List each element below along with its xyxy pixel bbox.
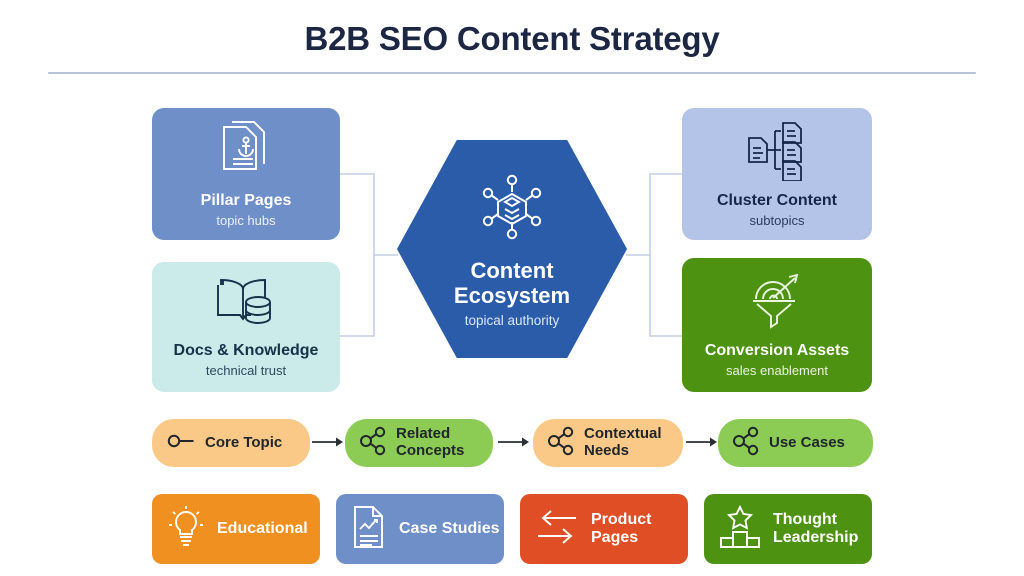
flow-step-label: Core Topic [205, 433, 283, 451]
lightbulb-icon [166, 504, 206, 555]
card-pillar-pages[interactable]: Pillar Pages topic hubs [152, 108, 340, 240]
right-bracket-connector [626, 173, 686, 337]
hub-content-ecosystem[interactable]: Content Ecosystem topical authority [397, 140, 627, 358]
card-subtitle: sales enablement [726, 363, 828, 379]
share-nodes-icon [359, 426, 387, 461]
network-layers-icon [475, 170, 549, 249]
book-database-icon [213, 275, 279, 336]
document-chart-icon [350, 504, 388, 555]
target-funnel-icon [745, 271, 809, 336]
format-tile-label: Case Studies [399, 519, 500, 537]
hub-title-line1: Content [470, 257, 554, 283]
format-tile-label: Product Pages [591, 510, 652, 546]
left-bracket-connector [338, 173, 398, 337]
arrow-right-icon [312, 437, 343, 447]
documents-anchor-icon [218, 119, 274, 186]
page-title: B2B SEO Content Strategy [304, 20, 720, 57]
flow-step-label: Related Concepts [396, 425, 465, 459]
card-conversion-assets[interactable]: Conversion Assets sales enablement [682, 258, 872, 392]
format-tile-case-studies[interactable]: Case Studies [336, 494, 504, 564]
hub-subtitle: topical authority [464, 313, 560, 329]
hub-title-line2: Ecosystem [453, 282, 571, 308]
flow-step-label: Contextual Needs [584, 425, 662, 459]
flow-step-related-concepts[interactable]: Related Concepts [345, 419, 493, 467]
arrow-right-icon [498, 437, 529, 447]
card-cluster-content[interactable]: Cluster Content subtopics [682, 108, 872, 240]
flow-step-contextual-needs[interactable]: Contextual Needs [533, 419, 683, 467]
card-title: Pillar Pages [200, 192, 292, 209]
flow-step-core-topic[interactable]: Core Topic [152, 419, 310, 467]
podium-star-icon [718, 504, 762, 555]
card-title: Conversion Assets [704, 342, 850, 359]
exchange-arrows-icon [534, 507, 580, 552]
format-tile-label: Educational [217, 519, 308, 537]
format-tile-educational[interactable]: Educational [152, 494, 320, 564]
card-subtitle: topic hubs [216, 213, 276, 229]
card-docs-knowledge[interactable]: Docs & Knowledge technical trust [152, 262, 340, 392]
node-line-icon [166, 432, 196, 455]
card-subtitle: technical trust [205, 363, 287, 379]
format-tile-product-pages[interactable]: Product Pages [520, 494, 688, 564]
share-nodes-icon [547, 426, 575, 461]
flow-step-label: Use Cases [769, 433, 845, 451]
card-title: Docs & Knowledge [173, 342, 319, 359]
format-tile-thought-leadership[interactable]: Thought Leadership [704, 494, 872, 564]
share-nodes-icon [732, 426, 760, 461]
title-divider [48, 72, 976, 74]
arrow-right-icon [686, 437, 717, 447]
card-title: Cluster Content [717, 192, 837, 209]
card-subtitle: subtopics [749, 213, 805, 229]
format-tile-label: Thought Leadership [773, 510, 859, 546]
document-tree-icon [743, 119, 811, 186]
flow-step-use-cases[interactable]: Use Cases [718, 419, 873, 467]
